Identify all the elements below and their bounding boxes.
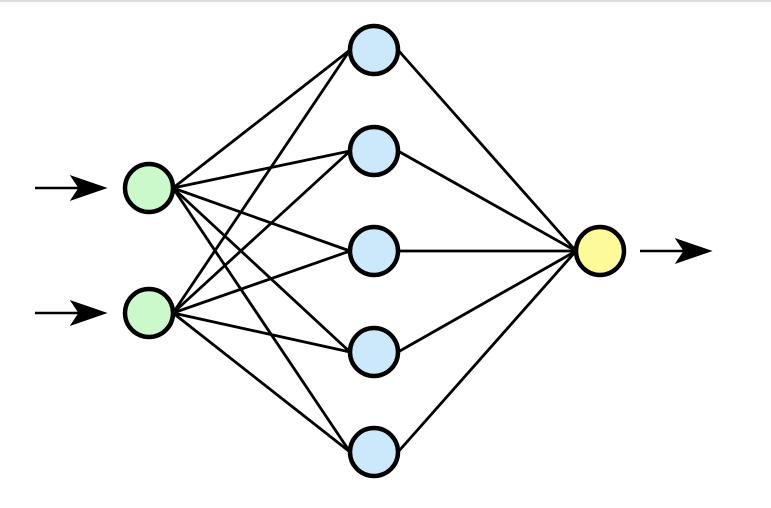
edge-line (171, 49, 352, 314)
hidden-node (347, 224, 401, 278)
edge-line (171, 187, 352, 453)
edge-line (172, 186, 351, 354)
edge-line (396, 250, 578, 453)
input-arrow-1 (35, 175, 108, 201)
edge-line (396, 49, 578, 252)
window-top-border (0, 0, 771, 2)
input-node (122, 286, 176, 340)
edge-line (172, 249, 351, 315)
arrow-head (69, 175, 108, 201)
hidden-node (347, 124, 401, 178)
hidden-node (347, 325, 401, 379)
edge-line (397, 149, 577, 253)
output-node (573, 224, 627, 278)
edge-line (172, 311, 351, 354)
input-arrow-2 (35, 300, 108, 326)
hidden-node (347, 23, 401, 77)
edge-line (172, 186, 351, 253)
edge-line (172, 48, 351, 190)
arrow-head (69, 300, 108, 326)
hidden-node (347, 425, 401, 479)
arrow-head (674, 238, 713, 264)
output-arrow (640, 238, 713, 264)
edge-line (172, 311, 351, 454)
edge-line (397, 249, 577, 354)
edge-line (172, 149, 351, 190)
edge-line (172, 149, 351, 315)
input-node (122, 161, 176, 215)
